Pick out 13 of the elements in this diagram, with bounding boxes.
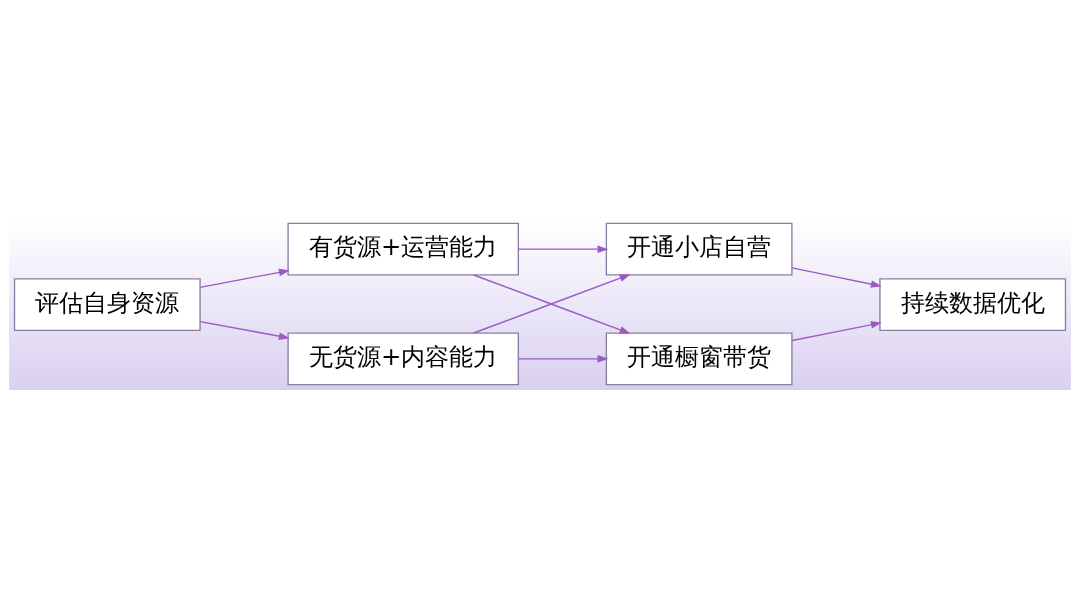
arrow (199, 268, 290, 288)
node-box: 持续数据优化 (879, 278, 1067, 332)
arrow (517, 355, 609, 363)
arrow (199, 320, 290, 340)
arrow (473, 274, 631, 334)
arrow (791, 321, 882, 342)
node-box: 开通橱窗带货 (605, 332, 793, 386)
arrow (517, 245, 609, 253)
arrow (791, 267, 882, 288)
node-box: 开通小店自营 (605, 222, 793, 276)
node-box: 有货源+运营能力 (287, 222, 519, 276)
node-box: 评估自身资源 (13, 278, 201, 332)
node-box: 无货源+内容能力 (287, 332, 519, 386)
